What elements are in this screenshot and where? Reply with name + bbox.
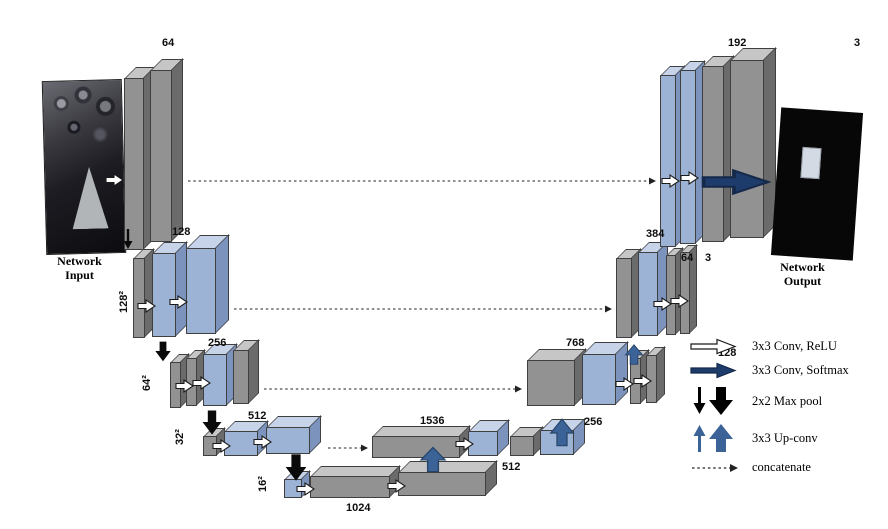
feature-map-enc4 xyxy=(203,436,217,456)
resolution-label-level1: 128² xyxy=(118,290,130,314)
channels-label-dec3-in: 768 xyxy=(566,337,585,349)
channels-label-dec2-in: 384 xyxy=(646,228,665,240)
network-output-image xyxy=(770,107,864,261)
conv-relu-arrow-icon xyxy=(690,338,742,355)
feature-map-enc2 xyxy=(133,258,145,338)
feature-map-enc2 xyxy=(186,248,216,334)
resolution-label-level4: 16² xyxy=(257,476,269,492)
feature-map-enc4 xyxy=(224,431,258,456)
feature-map-dec1 xyxy=(660,75,676,247)
channels-label-dec1-mid: 64 xyxy=(681,252,694,264)
feature-map-dec2 xyxy=(616,258,632,338)
channels-label-dec4-in: 1536 xyxy=(420,415,445,427)
channels-label-dec1-out: 3 xyxy=(705,252,712,264)
conv-softmax-arrow-icon xyxy=(690,362,742,379)
legend-item-conv-softmax: 3x3 Conv, Softmax xyxy=(690,362,875,379)
feature-map-dec4 xyxy=(510,436,534,456)
max-pool-arrow-icon xyxy=(690,386,742,416)
feature-map-dec2 xyxy=(666,255,676,335)
feature-map-enc3 xyxy=(203,354,227,406)
feature-map-bottleneck xyxy=(284,479,302,498)
concatenate-arrow-icon xyxy=(690,462,742,474)
network-output-caption: Network Output xyxy=(780,260,825,288)
feature-map-dec3 xyxy=(582,354,616,405)
legend-label-conv-relu: 3x3 Conv, ReLU xyxy=(752,339,837,353)
feature-map-dec3 xyxy=(527,360,575,406)
resolution-label-level2: 64² xyxy=(141,375,153,391)
feature-map-enc3 xyxy=(186,358,197,406)
legend-item-conv-relu: 3x3 Conv, ReLU xyxy=(690,338,875,355)
feature-map-enc2 xyxy=(152,253,176,337)
feature-map-dec3 xyxy=(630,358,641,404)
channels-label-dec1-in: 192 xyxy=(728,37,747,49)
feature-map-bottleneck xyxy=(310,476,390,498)
feature-map-dec2 xyxy=(638,252,658,336)
resolution-label-level3: 32² xyxy=(174,429,186,445)
channels-label-enc4: 512 xyxy=(248,410,267,422)
feature-map-dec3 xyxy=(646,355,657,403)
up-conv-arrow-icon xyxy=(690,423,742,453)
channels-label-dec3-out: 256 xyxy=(584,416,603,428)
input-image-highlight xyxy=(71,166,109,229)
feature-map-dec1 xyxy=(680,70,696,244)
channels-label-enc1: 64 xyxy=(162,37,175,49)
feature-map-dec2 xyxy=(680,252,690,334)
feature-map-enc4 xyxy=(266,427,310,454)
channels-label-bottleneck: 1024 xyxy=(346,502,371,514)
feature-map-dec1 xyxy=(702,66,724,242)
legend-label-concatenate: concatenate xyxy=(752,460,811,474)
legend-item-max-pool: 2x2 Max pool xyxy=(690,386,875,416)
feature-map-dec4 xyxy=(540,430,574,455)
feature-map-enc3 xyxy=(233,350,249,404)
feature-map-dec1 xyxy=(730,60,764,238)
network-input-image xyxy=(41,78,127,256)
feature-map-dec4 xyxy=(372,436,460,458)
legend-label-up-conv: 3x3 Up-conv xyxy=(752,430,818,445)
feature-map-bottleneck xyxy=(398,472,486,496)
feature-map-enc3 xyxy=(170,362,181,408)
segmentation-region xyxy=(800,146,822,180)
legend-label-conv-softmax: 3x3 Conv, Softmax xyxy=(752,363,849,377)
legend-item-up-conv: 3x3 Up-conv xyxy=(690,423,875,453)
channels-label-dec4-out: 512 xyxy=(502,461,521,473)
feature-map-dec4 xyxy=(468,431,498,456)
channels-label-enc2: 128 xyxy=(172,226,191,238)
channels-label-output: 3 xyxy=(854,37,861,49)
max-pool-arrow-icon xyxy=(155,341,171,362)
legend: 3x3 Conv, ReLU 3x3 Conv, Softmax 2x2 Max… xyxy=(690,338,875,482)
channels-label-enc3: 256 xyxy=(208,337,227,349)
feature-map-enc1 xyxy=(150,70,172,242)
legend-item-concatenate: concatenate xyxy=(690,460,875,475)
legend-label-max-pool: 2x2 Max pool xyxy=(752,393,823,408)
feature-map-enc1 xyxy=(124,78,144,250)
network-input-caption: Network Input xyxy=(57,254,102,282)
